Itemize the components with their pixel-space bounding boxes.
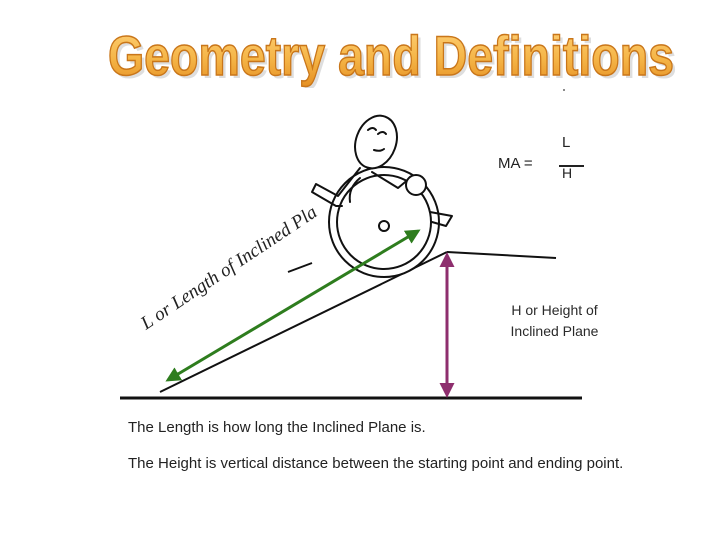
length-arrow (165, 229, 421, 382)
title-text: Geometry and Definitions (108, 24, 674, 87)
stray-dot (563, 89, 565, 91)
formula-lhs: MA = (498, 155, 533, 172)
length-definition: The Length is how long the Inclined Plan… (128, 419, 426, 436)
slope-label: L or Length of Inclined Plane (0, 0, 321, 335)
motion-dash (287, 262, 313, 273)
fraction-bar (559, 165, 584, 167)
height-definition: The Height is vertical distance between … (128, 455, 624, 472)
height-label: H or Height of Inclined Plane (510, 302, 599, 339)
top-platform (446, 251, 557, 259)
formula-numerator: L (562, 134, 571, 151)
page-title: Geometry and Definitions Geometry and De… (0, 18, 720, 90)
title-shadow: Geometry and Definitions (111, 27, 677, 88)
formula-denominator: H (562, 165, 573, 181)
